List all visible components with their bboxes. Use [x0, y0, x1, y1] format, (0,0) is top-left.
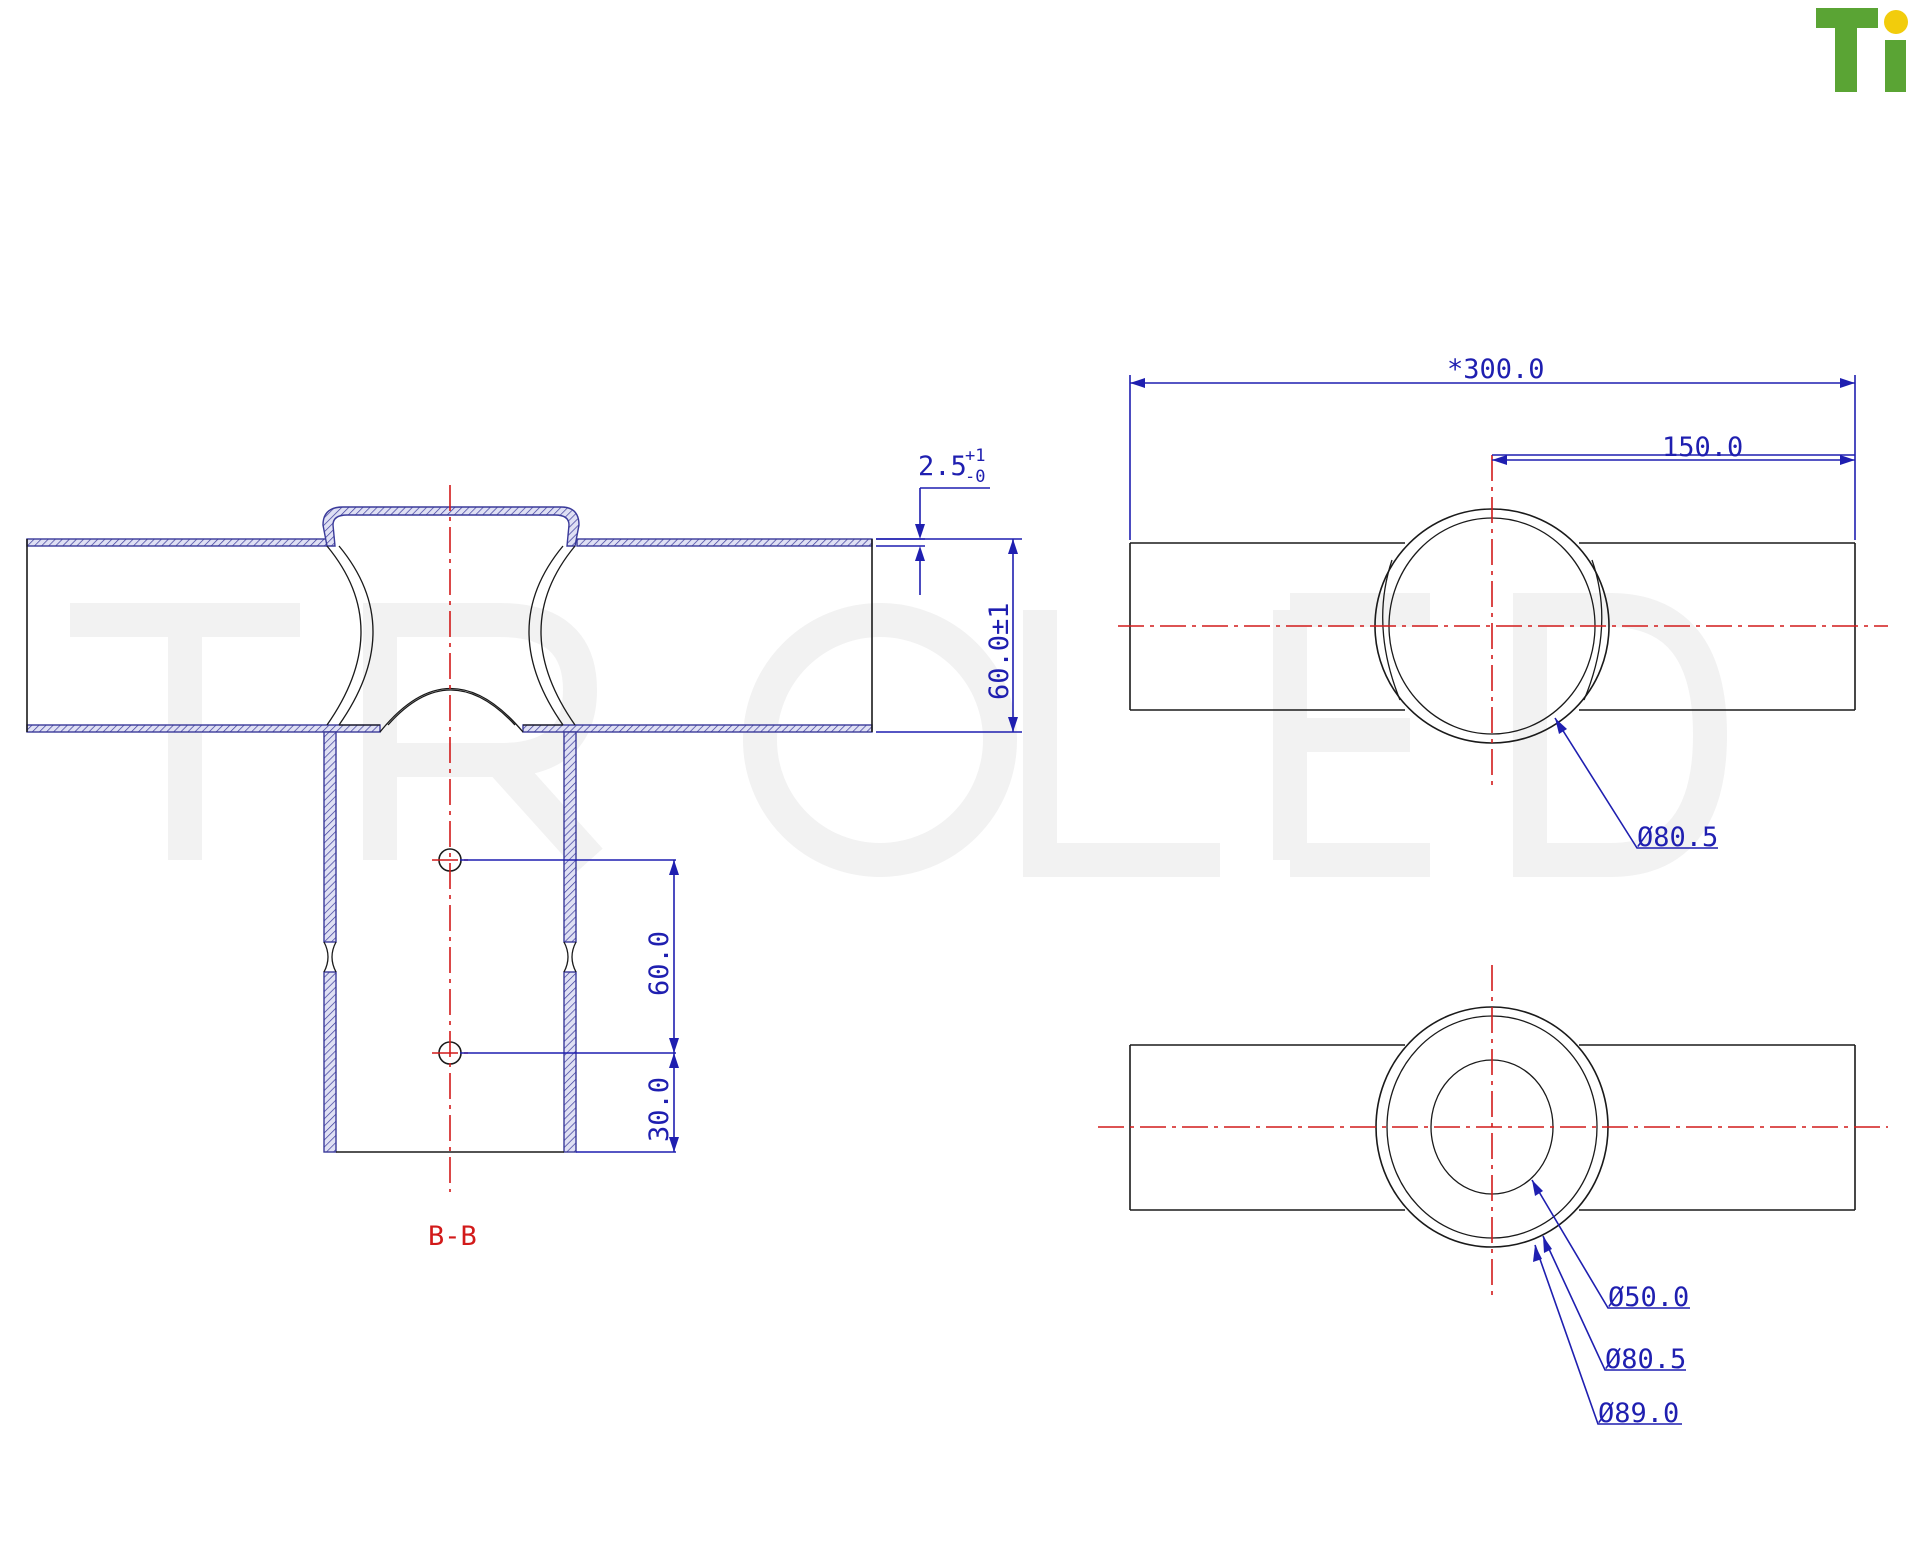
- branch-wall-left-lower: [323, 971, 337, 1153]
- top-view-dimensions: *300.0 150.0 Ø80.5: [1129, 354, 1856, 853]
- inner-dia-dim: Ø50.0: [1608, 1282, 1689, 1313]
- wall-tol-upper: +1: [965, 446, 985, 466]
- bottom-view-dimensions: Ø50.0 Ø80.5 Ø89.0: [1531, 1179, 1690, 1429]
- branch-wall-left-upper: [323, 731, 337, 943]
- section-view-b-b: B-B: [26, 485, 873, 1252]
- wall-thickness-dim: 2.5: [918, 451, 967, 482]
- hole-spacing-dim: 60.0: [644, 931, 675, 996]
- top-wall-right: [576, 538, 873, 547]
- section-label: B-B: [428, 1221, 477, 1252]
- section-dimensions: 2.5 +1 -0 60.0±1 60.0 30.0: [460, 446, 1022, 1153]
- bottom-view: [1098, 965, 1888, 1295]
- bottom-wall-right: [522, 724, 873, 733]
- saddle-right-outer: [540, 545, 576, 726]
- watermark: [70, 593, 1728, 877]
- logo: [1816, 8, 1908, 92]
- saddle-bottom-inner: [387, 689, 516, 726]
- top-wall-left: [26, 538, 328, 547]
- wall-tol-lower: -0: [965, 467, 985, 487]
- mid-dia-dim: Ø80.5: [1605, 1344, 1686, 1375]
- hole-edge-dim: 30.0: [644, 1077, 675, 1142]
- overall-length-dim: *300.0: [1447, 354, 1545, 385]
- outer-dia-dim: Ø89.0: [1598, 1398, 1679, 1429]
- saddle-left-outer: [326, 545, 362, 726]
- saddle-left-inner: [338, 545, 374, 726]
- half-length-dim: 150.0: [1662, 432, 1743, 463]
- tube-height-dim: 60.0±1: [984, 602, 1015, 700]
- branch-wall-right-upper: [563, 731, 577, 943]
- saddle-bottom-outer: [379, 688, 524, 733]
- branch-wall-right-lower: [563, 971, 577, 1153]
- saddle-right-inner: [528, 545, 564, 726]
- top-view: [1118, 455, 1888, 790]
- bottom-wall-left: [26, 724, 381, 733]
- top-collar-dia-dim: Ø80.5: [1637, 822, 1718, 853]
- top-collar: [322, 506, 580, 547]
